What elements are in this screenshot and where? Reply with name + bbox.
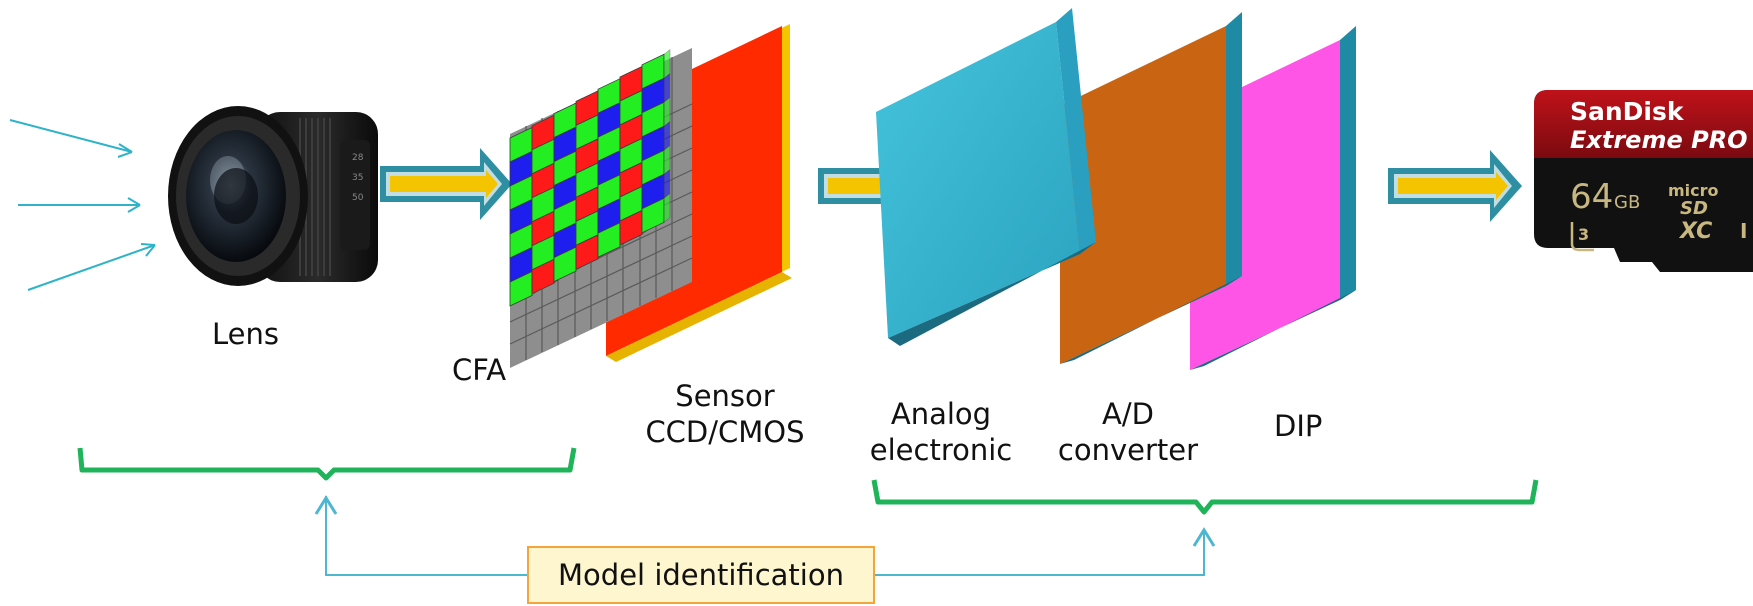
cfa-cell-side xyxy=(663,192,671,223)
optics-bracket xyxy=(77,447,577,481)
ad-converter-block xyxy=(1060,12,1242,364)
electronics-bracket xyxy=(871,479,1539,515)
uhs-class-icon xyxy=(1570,222,1594,252)
sd-class: 3 xyxy=(1578,225,1589,244)
flow-arrow xyxy=(380,148,512,220)
model-identification-label: Model identification xyxy=(558,558,844,592)
model-identification-box: Model identification xyxy=(527,546,875,604)
sd-capacity: 64 xyxy=(1570,177,1613,217)
svg-text:35: 35 xyxy=(352,173,363,183)
sensor-label-line1: Sensor xyxy=(675,379,775,413)
lens-label: Lens xyxy=(212,317,279,351)
light-ray xyxy=(9,119,133,158)
light-rays xyxy=(9,119,156,291)
dip-label: DIP xyxy=(1274,409,1323,443)
svg-text:28: 28 xyxy=(352,153,364,163)
sd-roman: I xyxy=(1740,219,1747,243)
sd-sd: SD xyxy=(1680,198,1708,219)
analog-electronic-block xyxy=(876,8,1096,346)
camera-lens-icon: 28 35 50 xyxy=(168,106,378,286)
sd-line: Extreme PRO xyxy=(1570,126,1748,154)
ad-label: A/D converter xyxy=(1048,396,1208,468)
ad-label-line1: A/D xyxy=(1102,397,1154,431)
sensor-label-line2: CCD/CMOS xyxy=(645,415,805,449)
sensor-label: Sensor CCD/CMOS xyxy=(640,378,810,450)
analog-label-line1: Analog xyxy=(890,397,992,431)
cfa-label: CFA xyxy=(452,353,507,387)
sd-brand: SanDisk xyxy=(1570,97,1685,126)
sd-xc: XC xyxy=(1678,219,1712,244)
analog-label-line2: electronic xyxy=(869,433,1013,467)
analog-label: Analog electronic xyxy=(868,396,1014,468)
sd-unit: GB xyxy=(1614,192,1640,213)
microsd-card-icon: SanDisk Extreme PRO 64 GB 3 micro SD XC … xyxy=(1534,90,1753,272)
model-feedback-connector xyxy=(314,495,527,576)
model-feedback-connector xyxy=(875,527,1216,576)
sd-micro: micro xyxy=(1668,181,1719,200)
light-ray xyxy=(27,243,156,291)
flow-arrow xyxy=(1388,150,1522,222)
cfa-mosaic xyxy=(509,48,693,368)
light-ray xyxy=(18,197,141,213)
ad-label-line2: converter xyxy=(1057,433,1199,467)
svg-text:50: 50 xyxy=(352,193,364,203)
